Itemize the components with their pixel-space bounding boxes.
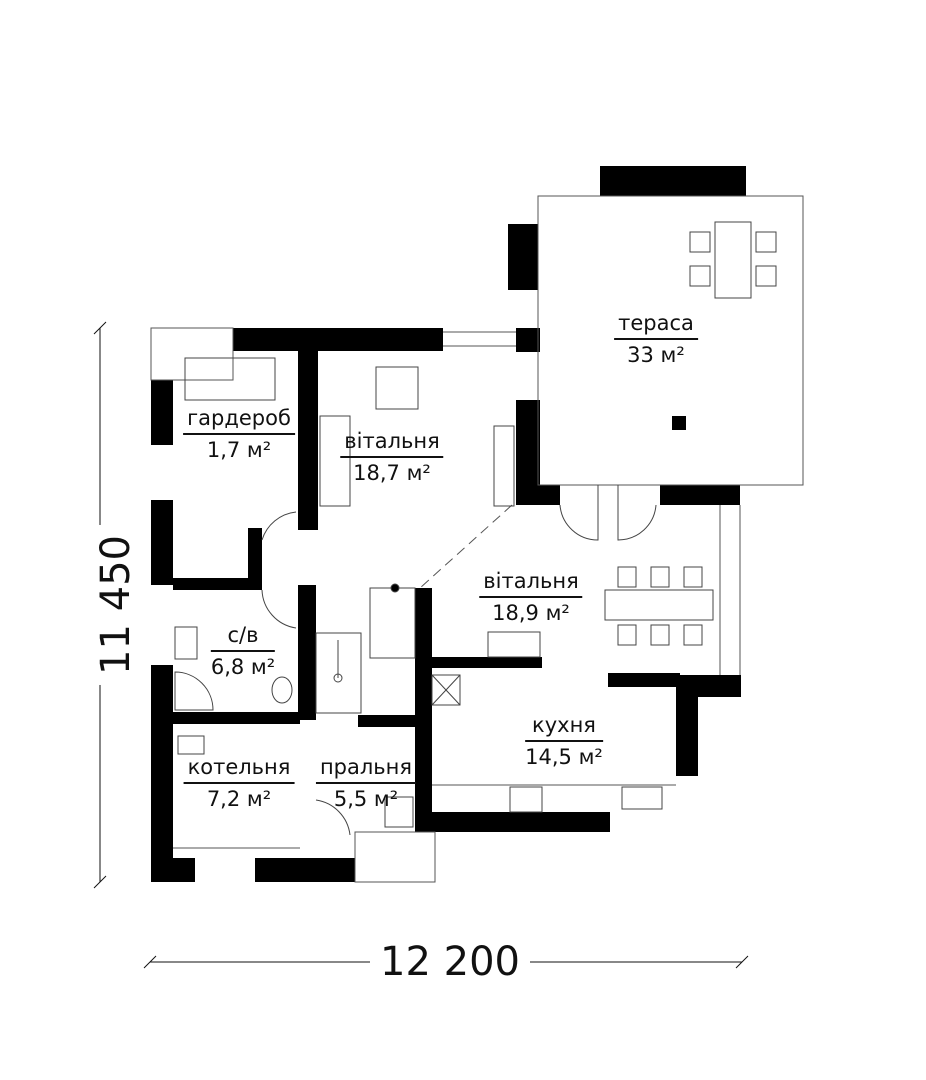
door-icon: [261, 589, 297, 629]
sofa-icon: [184, 357, 276, 401]
dining-table-icon: [714, 221, 752, 299]
room-name: пральня: [315, 754, 417, 784]
stairs-icon: [369, 587, 416, 659]
room-label-bathroom: с/в 6,8 м²: [210, 622, 276, 680]
tv-unit-icon: [493, 425, 515, 507]
boiler-icon: [177, 735, 205, 755]
room-area: 33 м²: [627, 343, 685, 367]
dining-table-icon: [604, 589, 714, 621]
dimension-width: 12 200: [370, 940, 530, 984]
room-name: тераса: [614, 310, 698, 340]
sofa-icon: [319, 415, 351, 507]
room-name: гардероб: [183, 405, 295, 435]
stove-icon: [509, 786, 543, 813]
armchair-icon: [375, 366, 419, 410]
fireplace-icon: [487, 631, 541, 658]
door-icon: [315, 799, 351, 836]
room-name: вітальня: [479, 568, 583, 598]
room-label-living-1: вітальня 18,7 м²: [340, 428, 444, 486]
toilet-icon: [271, 676, 293, 704]
room-name: котельня: [183, 754, 295, 784]
room-name: с/в: [210, 622, 276, 652]
furniture: [174, 221, 777, 836]
room-area: 7,2 м²: [206, 787, 272, 811]
room-label-laundry: пральня 5,5 м²: [315, 754, 417, 812]
room-label-wardrobe: гардероб 1,7 м²: [183, 405, 295, 463]
room-area: 5,5 м²: [333, 787, 399, 811]
room-name: кухня: [525, 712, 603, 742]
dimension-height: 11 450: [93, 525, 139, 685]
room-name: вітальня: [340, 428, 444, 458]
chimney-icon: [431, 674, 461, 706]
door-icon: [559, 485, 599, 541]
room-label-terrace: тераса 33 м²: [614, 310, 698, 368]
room-area: 6,8 м²: [210, 655, 276, 679]
room-area: 14,5 м²: [525, 745, 603, 769]
door-icon: [261, 511, 297, 541]
stairs-icon: [315, 632, 362, 714]
room-label-living-2: вітальня 18,9 м²: [479, 568, 583, 626]
shower-icon: [174, 671, 214, 711]
sink-icon: [621, 786, 663, 810]
outlines: [150, 195, 804, 883]
door-icon: [617, 485, 657, 541]
room-area: 18,7 м²: [353, 461, 431, 485]
washing-machine-icon: [384, 796, 414, 828]
room-area: 1,7 м²: [206, 438, 272, 462]
washbasin-icon: [174, 626, 198, 660]
room-label-kitchen: кухня 14,5 м²: [525, 712, 603, 770]
room-label-boiler-room: котельня 7,2 м²: [183, 754, 295, 812]
room-area: 18,9 м²: [492, 601, 570, 625]
walls: [151, 166, 746, 882]
